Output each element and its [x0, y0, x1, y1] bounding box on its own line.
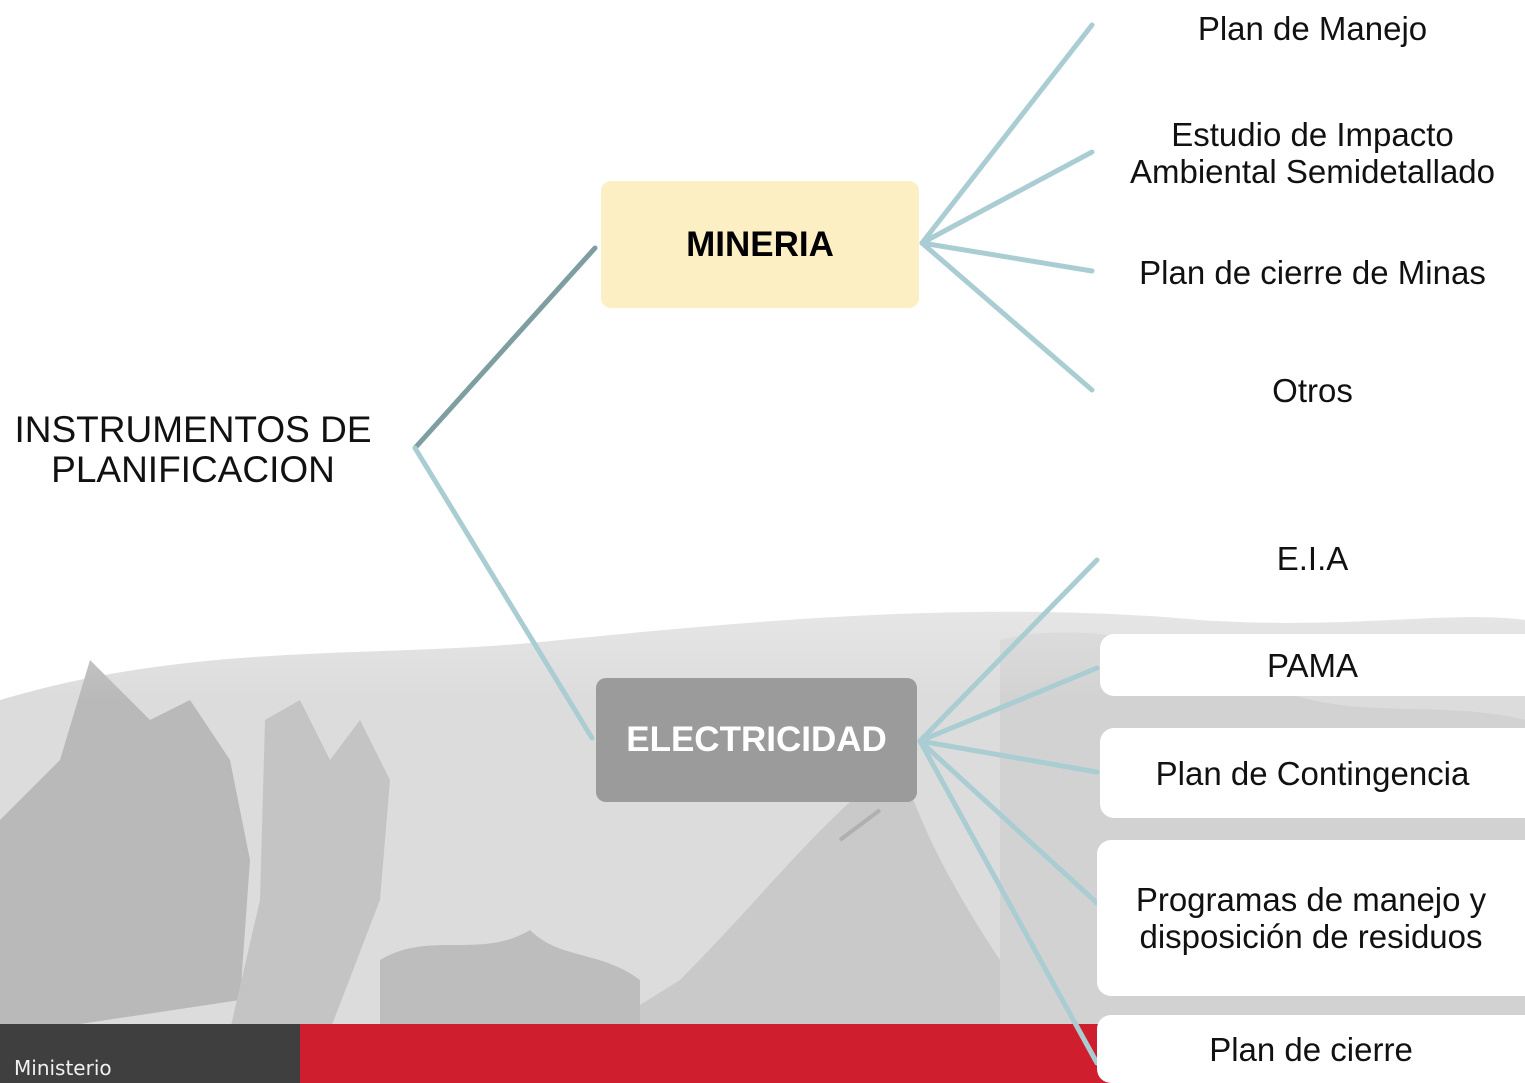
- connector-electricidad-leaf-5: [917, 738, 1100, 1066]
- connector-electricidad-leaf-3: [917, 738, 1100, 775]
- leaf-label: Otros: [1272, 371, 1353, 409]
- leaf-programas-residuos: Programas de manejo y disposición de res…: [1097, 840, 1525, 996]
- leaf-label: Plan de cierre de Minas: [1139, 253, 1486, 291]
- leaf-estudio-impacto: Estudio de Impacto Ambiental Semidetalla…: [1100, 110, 1525, 196]
- connector-root-electricidad: [412, 445, 595, 741]
- connector-electricidad-leaf-4: [917, 738, 1100, 906]
- connector-electricidad-leaf-2: [917, 665, 1100, 744]
- leaf-label: PAMA: [1266, 646, 1359, 684]
- node-mineria-label: MINERIA: [686, 224, 834, 264]
- leaf-eia: E.I.A: [1100, 530, 1525, 586]
- connector-mineria-leaf-3: [919, 240, 1095, 274]
- node-electricidad: ELECTRICIDAD: [596, 678, 917, 802]
- leaf-pama: PAMA: [1100, 634, 1525, 696]
- leaf-label: Plan de cierre: [1209, 1030, 1413, 1068]
- leaf-label: Estudio de Impacto Ambiental Semidetalla…: [1129, 116, 1496, 190]
- leaf-label: Plan de Manejo: [1197, 9, 1428, 47]
- leaf-label: Programas de manejo y disposición de res…: [1135, 881, 1487, 955]
- footer-dark-block: Ministerio: [0, 1024, 300, 1083]
- leaf-otros: Otros: [1100, 362, 1525, 418]
- node-electricidad-label: ELECTRICIDAD: [626, 720, 887, 759]
- connector-electricidad-leaf-1: [917, 557, 1100, 744]
- leaf-label: E.I.A: [1276, 539, 1349, 577]
- root-label: INSTRUMENTOS DE PLANIFICACION: [14, 409, 372, 490]
- connector-mineria-leaf-4: [919, 240, 1095, 393]
- node-mineria: MINERIA: [601, 181, 919, 308]
- leaf-plan-cierre: Plan de cierre: [1097, 1015, 1525, 1083]
- connector-mineria-leaf-2: [919, 149, 1095, 246]
- leaf-plan-de-manejo: Plan de Manejo: [1100, 0, 1525, 56]
- connector-mineria-leaf-1: [919, 22, 1095, 246]
- leaf-plan-contingencia: Plan de Contingencia: [1100, 728, 1525, 818]
- leaf-label: Plan de Contingencia: [1155, 754, 1470, 792]
- leaf-plan-cierre-minas: Plan de cierre de Minas: [1100, 244, 1525, 300]
- ministry-label: Ministerio: [14, 1056, 112, 1080]
- connector-root-mineria: [412, 245, 598, 451]
